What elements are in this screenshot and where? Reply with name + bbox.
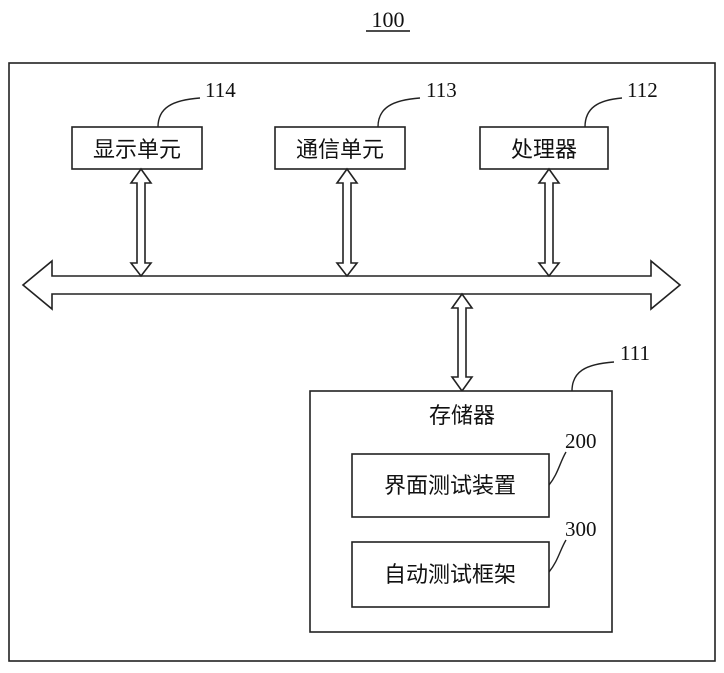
memory-ref: 111: [620, 341, 650, 365]
auto-test-framework-label: 自动测试框架: [384, 563, 516, 588]
processor-label: 处理器: [511, 138, 577, 163]
display-unit-label: 显示单元: [93, 138, 181, 163]
display-unit-ref: 114: [205, 78, 236, 102]
ui-test-device-ref: 200: [565, 429, 597, 453]
ui-test-device-label: 界面测试装置: [384, 474, 516, 499]
comm-unit-ref: 113: [426, 78, 457, 102]
processor-ref: 112: [627, 78, 658, 102]
memory-label: 存储器: [429, 404, 495, 429]
comm-unit-label: 通信单元: [296, 138, 384, 163]
figure-label: 100: [372, 7, 405, 32]
auto-test-framework-ref: 300: [565, 517, 597, 541]
